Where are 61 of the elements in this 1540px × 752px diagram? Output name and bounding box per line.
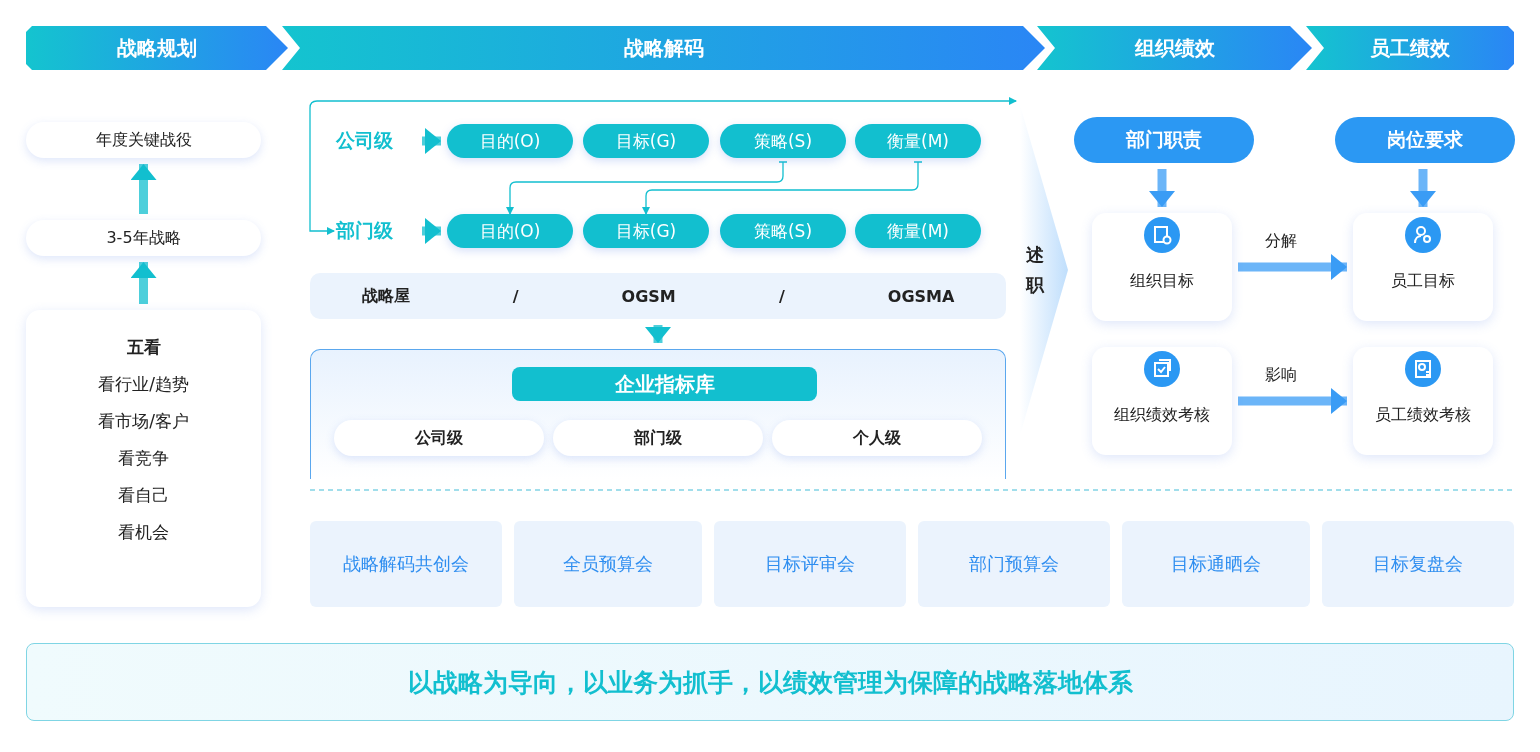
panel-title-tag: 企业指标库 — [512, 367, 817, 401]
arrow — [1149, 169, 1175, 207]
level-pill: 部门级 — [553, 420, 763, 456]
goal-card — [1353, 347, 1493, 455]
indicator-panel — [310, 349, 1006, 479]
goal-card — [1353, 213, 1493, 321]
arrow — [130, 262, 157, 304]
ogsm-pill: 目的(O) — [447, 214, 573, 248]
arrow — [642, 161, 923, 215]
ogsm-pill: 目标(G) — [583, 214, 709, 248]
stage-header: 战略规划 — [26, 26, 288, 70]
meeting-card: 目标复盘会 — [1322, 521, 1514, 607]
ogsm-pill: 衡量(M) — [855, 124, 981, 158]
step-pill: 3-5年战略 — [26, 220, 261, 256]
stage-header: 组织绩效 — [1037, 26, 1312, 70]
card-label: 组织目标 — [1130, 270, 1194, 292]
meeting-card: 战略解码共创会 — [310, 521, 502, 607]
card-label: 员工目标 — [1391, 270, 1455, 292]
stage-header: 员工绩效 — [1306, 26, 1514, 70]
level-pill: 公司级 — [334, 420, 544, 456]
arrow — [130, 164, 157, 214]
edge-label: 分解 — [1262, 231, 1299, 252]
meeting-card: 目标通晒会 — [1122, 521, 1310, 607]
goal-card — [1092, 213, 1232, 321]
list-item: 看市场/客户 — [98, 410, 189, 433]
ogsm-pill: 衡量(M) — [855, 214, 981, 248]
meeting-card: 目标评审会 — [714, 521, 906, 607]
arrow — [422, 128, 441, 154]
level-pill: 个人级 — [772, 420, 982, 456]
ogsm-pill: 策略(S) — [720, 214, 846, 248]
summary-banner: 以战略为导向，以业务为抓手，以绩效管理为保障的战略落地体系 — [26, 643, 1514, 721]
arrow — [309, 97, 1017, 235]
ogsm-pill: 策略(S) — [720, 124, 846, 158]
duty-pill: 岗位要求 — [1335, 117, 1515, 163]
arrow — [1238, 254, 1347, 280]
step-pill: 年度关键战役 — [26, 122, 261, 158]
method-name: OGSMA — [887, 286, 955, 306]
ogsm-pill: 目的(O) — [447, 124, 573, 158]
arrow — [422, 218, 441, 244]
meeting-card: 部门预算会 — [918, 521, 1110, 607]
arrow — [1410, 169, 1436, 207]
arrow — [1238, 388, 1347, 414]
ogsm-pill: 目标(G) — [583, 124, 709, 158]
separator-text: / — [778, 286, 785, 306]
list-item: 看机会 — [118, 521, 169, 544]
method-name: 战略屋 — [361, 285, 410, 307]
meeting-card: 全员预算会 — [514, 521, 702, 607]
level-label: 部门级 — [336, 212, 416, 250]
list-item: 看自己 — [118, 484, 169, 507]
list-item: 看行业/趋势 — [98, 373, 189, 396]
level-label: 公司级 — [336, 122, 416, 160]
method-name: OGSM — [621, 286, 676, 306]
arrow — [506, 161, 788, 215]
separator-text: / — [512, 286, 519, 306]
card-label: 组织绩效考核 — [1114, 404, 1210, 426]
card-label: 员工绩效考核 — [1375, 404, 1471, 426]
goal-card — [1092, 347, 1232, 455]
duty-pill: 部门职责 — [1074, 117, 1254, 163]
arrow — [645, 325, 671, 343]
list-item: 看竞争 — [118, 447, 169, 470]
card-title: 五看 — [126, 336, 161, 359]
